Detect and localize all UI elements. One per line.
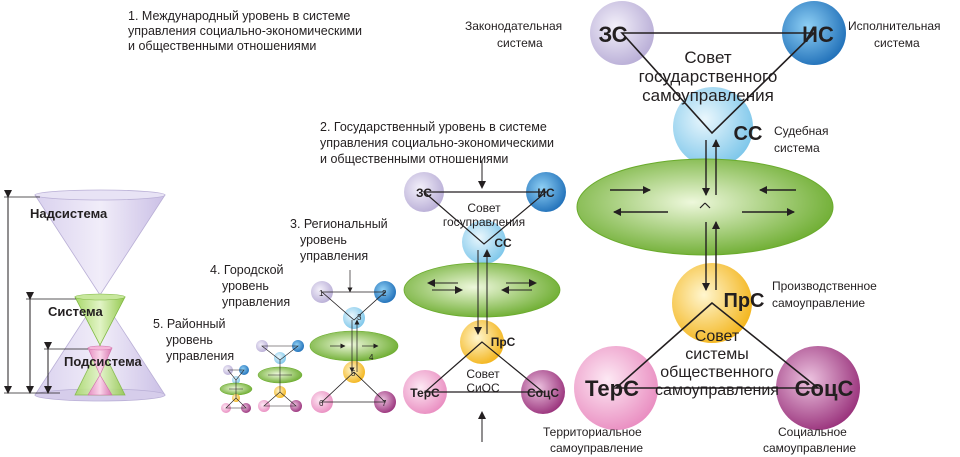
svg-text:5. Районный: 5. Районный bbox=[153, 317, 225, 331]
svg-text:управления социально-экономиче: управления социально-экономическими bbox=[320, 136, 554, 150]
level-2-text: 2. Государственный уровень в системе упр… bbox=[320, 120, 554, 166]
socs-caption-1: Социальное bbox=[778, 425, 847, 439]
mid-council-gov-1: Совет bbox=[467, 201, 501, 215]
node-2: 2 bbox=[382, 289, 387, 298]
prs-caption-2: самоуправление bbox=[772, 296, 865, 310]
cone-model: Надсистема Система Подсистема bbox=[4, 189, 166, 402]
level-4-text: 4. Городской уровень управления bbox=[210, 263, 290, 309]
svg-text:2. Государственный уровень в с: 2. Государственный уровень в системе bbox=[320, 120, 547, 134]
svg-text:3. Региональный: 3. Региональный bbox=[290, 217, 388, 231]
city-model-small bbox=[256, 340, 304, 412]
node-5: 5 bbox=[351, 369, 356, 378]
node-4: 4 bbox=[369, 353, 374, 362]
big-socs: СоцС bbox=[795, 376, 854, 401]
state-model: ЗС ИС СС Совет госуправления ПрС ТерС Со… bbox=[403, 160, 566, 442]
label-podsistema: Подсистема bbox=[64, 354, 143, 369]
zs-caption-1: Законодательная bbox=[465, 19, 562, 33]
node-7: 7 bbox=[382, 399, 387, 408]
level-3-text: 3. Региональный уровень управления bbox=[290, 217, 388, 263]
big-council-soc-1: Совет bbox=[695, 328, 740, 345]
ss-caption-2: система bbox=[774, 141, 820, 155]
svg-text:управления: управления bbox=[222, 295, 290, 309]
mid-socs: СоцС bbox=[527, 386, 559, 400]
district-model bbox=[219, 365, 253, 413]
label-sistema: Система bbox=[48, 304, 103, 319]
big-is: ИС bbox=[802, 22, 834, 47]
big-council-soc-3: общественного bbox=[660, 364, 774, 381]
node-1: 1 bbox=[319, 289, 324, 298]
mid-ss: СС bbox=[494, 236, 512, 250]
ters-caption-2: самоуправление bbox=[550, 441, 643, 455]
svg-text:уровень: уровень bbox=[222, 279, 269, 293]
svg-text:и общественными отношениями: и общественными отношениями bbox=[320, 152, 508, 166]
big-council-soc-2: системы bbox=[685, 346, 748, 363]
level-5-text: 5. Районный уровень управления bbox=[153, 317, 234, 363]
international-model: ЗС ИС СС Совет государственного самоупра… bbox=[465, 1, 941, 455]
big-ters: ТерС bbox=[585, 376, 639, 401]
svg-text:4. Городской: 4. Городской bbox=[210, 263, 284, 277]
zs-caption-2: система bbox=[497, 36, 543, 50]
ss-caption-1: Судебная bbox=[774, 124, 828, 138]
node-6: 6 bbox=[319, 399, 324, 408]
big-ss: СС bbox=[734, 123, 763, 145]
prs-caption-1: Производственное bbox=[772, 279, 877, 293]
socs-caption-2: самоуправление bbox=[763, 441, 856, 455]
svg-text:управления: управления bbox=[300, 249, 368, 263]
is-caption-2: система bbox=[874, 36, 920, 50]
regional-model: 1 2 3 4 5 6 7 bbox=[309, 270, 399, 413]
is-caption-1: Исполнительная bbox=[848, 19, 941, 33]
big-council-gov-3: самоуправления bbox=[642, 86, 774, 105]
svg-text:1. Международный уровень в сис: 1. Международный уровень в системе bbox=[128, 9, 350, 23]
svg-text:уровень: уровень bbox=[300, 233, 347, 247]
svg-text:управления социально-экономиче: управления социально-экономическими bbox=[128, 24, 362, 38]
mid-is: ИС bbox=[537, 186, 555, 200]
big-council-gov-2: государственного bbox=[639, 67, 778, 86]
label-nadsistema: Надсистема bbox=[30, 206, 108, 221]
big-zs: ЗС bbox=[598, 22, 627, 47]
big-council-soc-4: самоуправления bbox=[655, 382, 779, 399]
mid-prs: ПрС bbox=[491, 335, 516, 349]
level-1-text: 1. Международный уровень в системе управ… bbox=[128, 9, 362, 53]
mid-zs: ЗС bbox=[416, 186, 432, 200]
svg-text:и общественными отношениями: и общественными отношениями bbox=[128, 39, 316, 53]
mid-council-soc-1: Совет bbox=[466, 367, 500, 381]
mid-council-soc-2: СиОС bbox=[466, 381, 500, 395]
ters-caption-1: Территориальное bbox=[543, 425, 642, 439]
big-council-gov-1: Совет bbox=[684, 48, 731, 67]
big-prs: ПрС bbox=[723, 290, 764, 312]
svg-text:уровень: уровень bbox=[166, 333, 213, 347]
node-3: 3 bbox=[357, 313, 362, 322]
mid-council-gov-2: госуправления bbox=[443, 215, 525, 229]
svg-text:управления: управления bbox=[166, 349, 234, 363]
mid-ters: ТерС bbox=[410, 386, 440, 400]
